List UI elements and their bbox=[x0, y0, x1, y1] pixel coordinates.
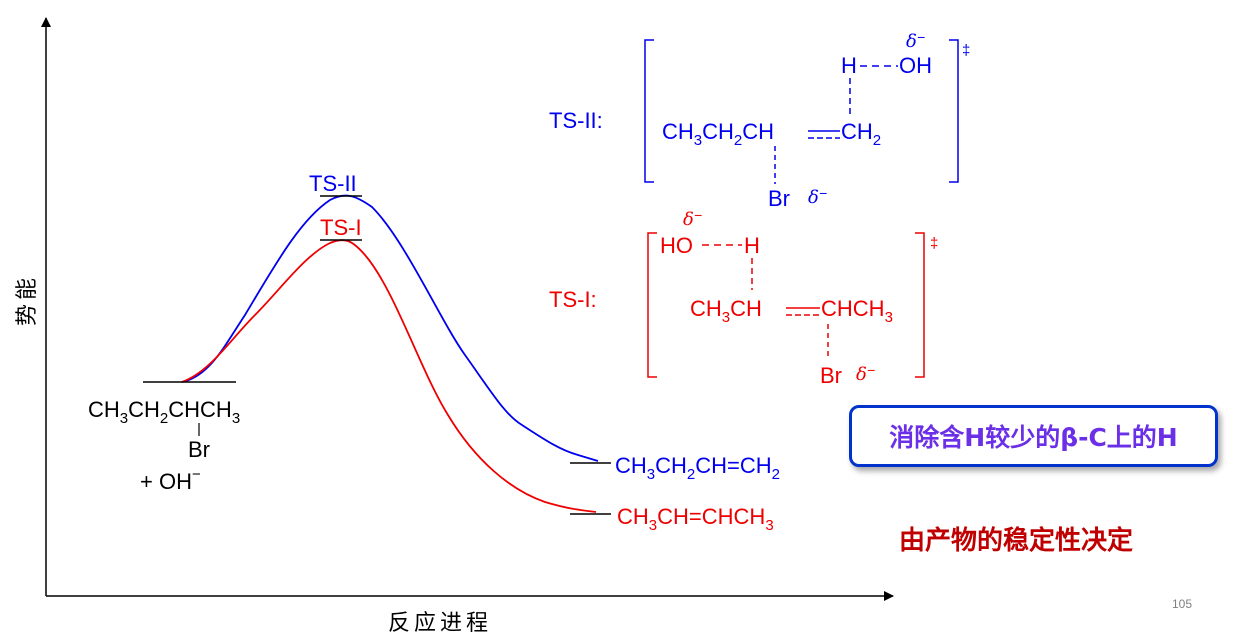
ts1-curve-label: TS-I bbox=[320, 215, 362, 240]
ts1-dagger: ‡ bbox=[930, 235, 938, 252]
ts2-ch2-end: CH2 bbox=[841, 119, 881, 149]
ts1-ho: HO bbox=[660, 233, 693, 258]
ts2-label: TS-II: bbox=[549, 108, 603, 133]
ts1-br: Br bbox=[820, 363, 842, 388]
ts1-structure: TS-I: ‡ δ− HO H CH3CH CHCH3 Br δ− bbox=[549, 207, 938, 388]
ts2-structure: TS-II: ‡ H OH δ− CH3CH2CH CH2 Br δ− bbox=[549, 29, 970, 211]
ts2-left-bracket bbox=[644, 39, 654, 183]
ts2-oh-partial-charge: δ− bbox=[906, 29, 925, 52]
ts2-dagger: ‡ bbox=[962, 42, 970, 59]
ts2-curve-label: TS-II bbox=[309, 171, 357, 196]
x-axis-label: 反应进程 bbox=[388, 610, 492, 635]
ts2-h: H bbox=[841, 53, 857, 78]
reactant-hydroxide: + OH− bbox=[140, 466, 201, 494]
ts2-br-partial-charge: δ− bbox=[808, 185, 827, 208]
ts1-energy-curve bbox=[181, 239, 597, 513]
ts1-left-bracket bbox=[647, 232, 657, 378]
product1-formula: CH3CH=CHCH3 bbox=[617, 504, 774, 534]
ts1-oh-partial-charge: δ− bbox=[683, 207, 702, 230]
ts1-h: H bbox=[744, 233, 760, 258]
ts2-oh: OH bbox=[899, 53, 932, 78]
callout-text: 消除含H较少的β-C上的H bbox=[889, 423, 1178, 452]
ts1-br-partial-charge: δ− bbox=[856, 362, 875, 385]
ts1-main-right: CHCH3 bbox=[821, 296, 893, 326]
ts2-br: Br bbox=[768, 186, 790, 211]
y-axis-label: 势能 bbox=[14, 274, 39, 326]
ts1-right-bracket bbox=[915, 232, 925, 378]
callout-box: 消除含H较少的β-C上的H bbox=[849, 405, 1218, 467]
ts2-energy-curve bbox=[181, 194, 599, 462]
ts2-right-bracket bbox=[949, 39, 959, 183]
conclusion-text: 由产物的稳定性决定 bbox=[899, 526, 1134, 556]
ts2-main-chain: CH3CH2CH bbox=[662, 119, 774, 149]
product2-formula: CH3CH2CH=CH2 bbox=[615, 453, 780, 483]
ts1-main-left: CH3CH bbox=[690, 296, 762, 326]
ts1-label: TS-I: bbox=[549, 287, 597, 312]
reactant-formula: CH3CH2CHCH3 bbox=[88, 397, 240, 427]
reactant-br: Br bbox=[188, 437, 210, 462]
page-number: 105 bbox=[1172, 597, 1193, 611]
